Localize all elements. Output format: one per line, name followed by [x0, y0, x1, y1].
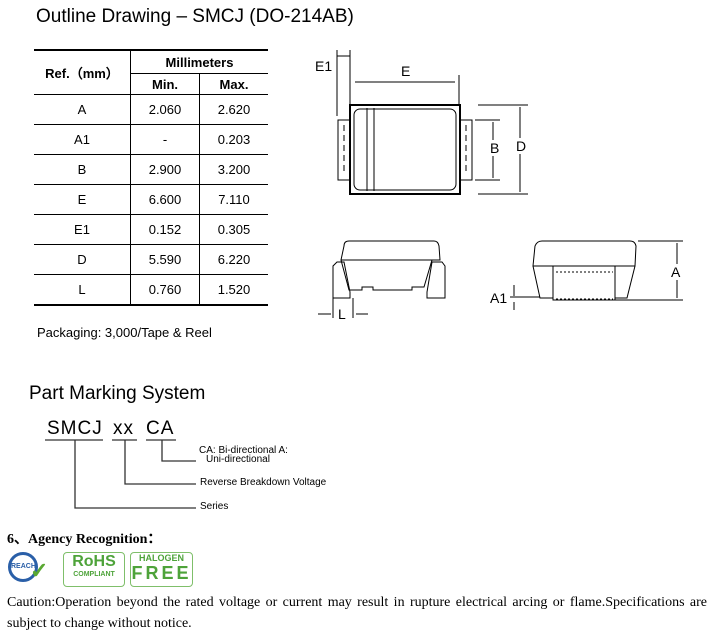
- min-cell: 5.590: [130, 244, 200, 275]
- label-d: D: [516, 138, 527, 154]
- ref-cell: E1: [34, 214, 131, 245]
- min-cell: -: [130, 124, 200, 155]
- max-cell: 7.110: [199, 184, 268, 215]
- halogen-text: HALOGEN: [139, 553, 184, 563]
- max-cell: 2.620: [199, 94, 268, 125]
- max-cell: 6.220: [199, 244, 268, 275]
- series-description: Series: [200, 501, 229, 512]
- caution-text: Caution:Operation beyond the rated volta…: [7, 595, 707, 631]
- table-row: A1-0.203: [34, 124, 268, 155]
- marking-series: SMCJ: [47, 418, 103, 439]
- free-text: FREE: [131, 563, 192, 583]
- ref-cell: A1: [34, 124, 131, 155]
- ref-cell: B: [34, 154, 131, 185]
- agency-title: 6、Agency Recognition：: [7, 532, 162, 547]
- suffix-description: CA: Bi-directional A:Uni-directional: [199, 445, 288, 465]
- min-cell: 0.760: [130, 274, 200, 306]
- label-e: E: [401, 63, 411, 79]
- label-a1: A1: [490, 290, 508, 306]
- unit-header: Millimeters: [130, 50, 268, 74]
- min-cell: 6.600: [130, 184, 200, 215]
- ref-cell: D: [34, 244, 131, 275]
- marking-suffix: CA: [146, 418, 175, 439]
- max-header: Max.: [199, 73, 268, 95]
- outline-title: Outline Drawing – SMCJ (DO-214AB): [36, 6, 354, 27]
- marking-voltage: xx: [113, 418, 134, 439]
- suffix-desc-line2: Uni-directional: [206, 454, 270, 465]
- ref-cell: E: [34, 184, 131, 215]
- label-a: A: [671, 264, 681, 280]
- voltage-description: Reverse Breakdown Voltage: [200, 477, 327, 488]
- suffix-desc-line1: CA: Bi-directional A:: [199, 445, 288, 456]
- min-header: Min.: [130, 73, 200, 95]
- min-cell: 2.900: [130, 154, 200, 185]
- max-cell: 1.520: [199, 274, 268, 306]
- reach-logo: REACH ✓: [8, 552, 52, 586]
- packaging-text: Packaging: 3,000/Tape & Reel: [37, 325, 212, 340]
- rohs-sub: COMPLIANT: [73, 571, 115, 578]
- marking-title: Part Marking System: [29, 383, 206, 404]
- max-cell: 0.305: [199, 214, 268, 245]
- ref-cell: A: [34, 94, 131, 125]
- min-cell: 0.152: [130, 214, 200, 245]
- ref-cell: L: [34, 274, 131, 306]
- min-cell: 2.060: [130, 94, 200, 125]
- label-e1: E1: [315, 58, 333, 74]
- label-b: B: [490, 140, 500, 156]
- label-l: L: [338, 306, 346, 322]
- reach-text: REACH: [8, 552, 38, 582]
- max-cell: 3.200: [199, 154, 268, 185]
- max-cell: 0.203: [199, 124, 268, 155]
- rohs-text: RoHS: [72, 553, 116, 570]
- ref-header: Ref.（mm）: [34, 50, 131, 95]
